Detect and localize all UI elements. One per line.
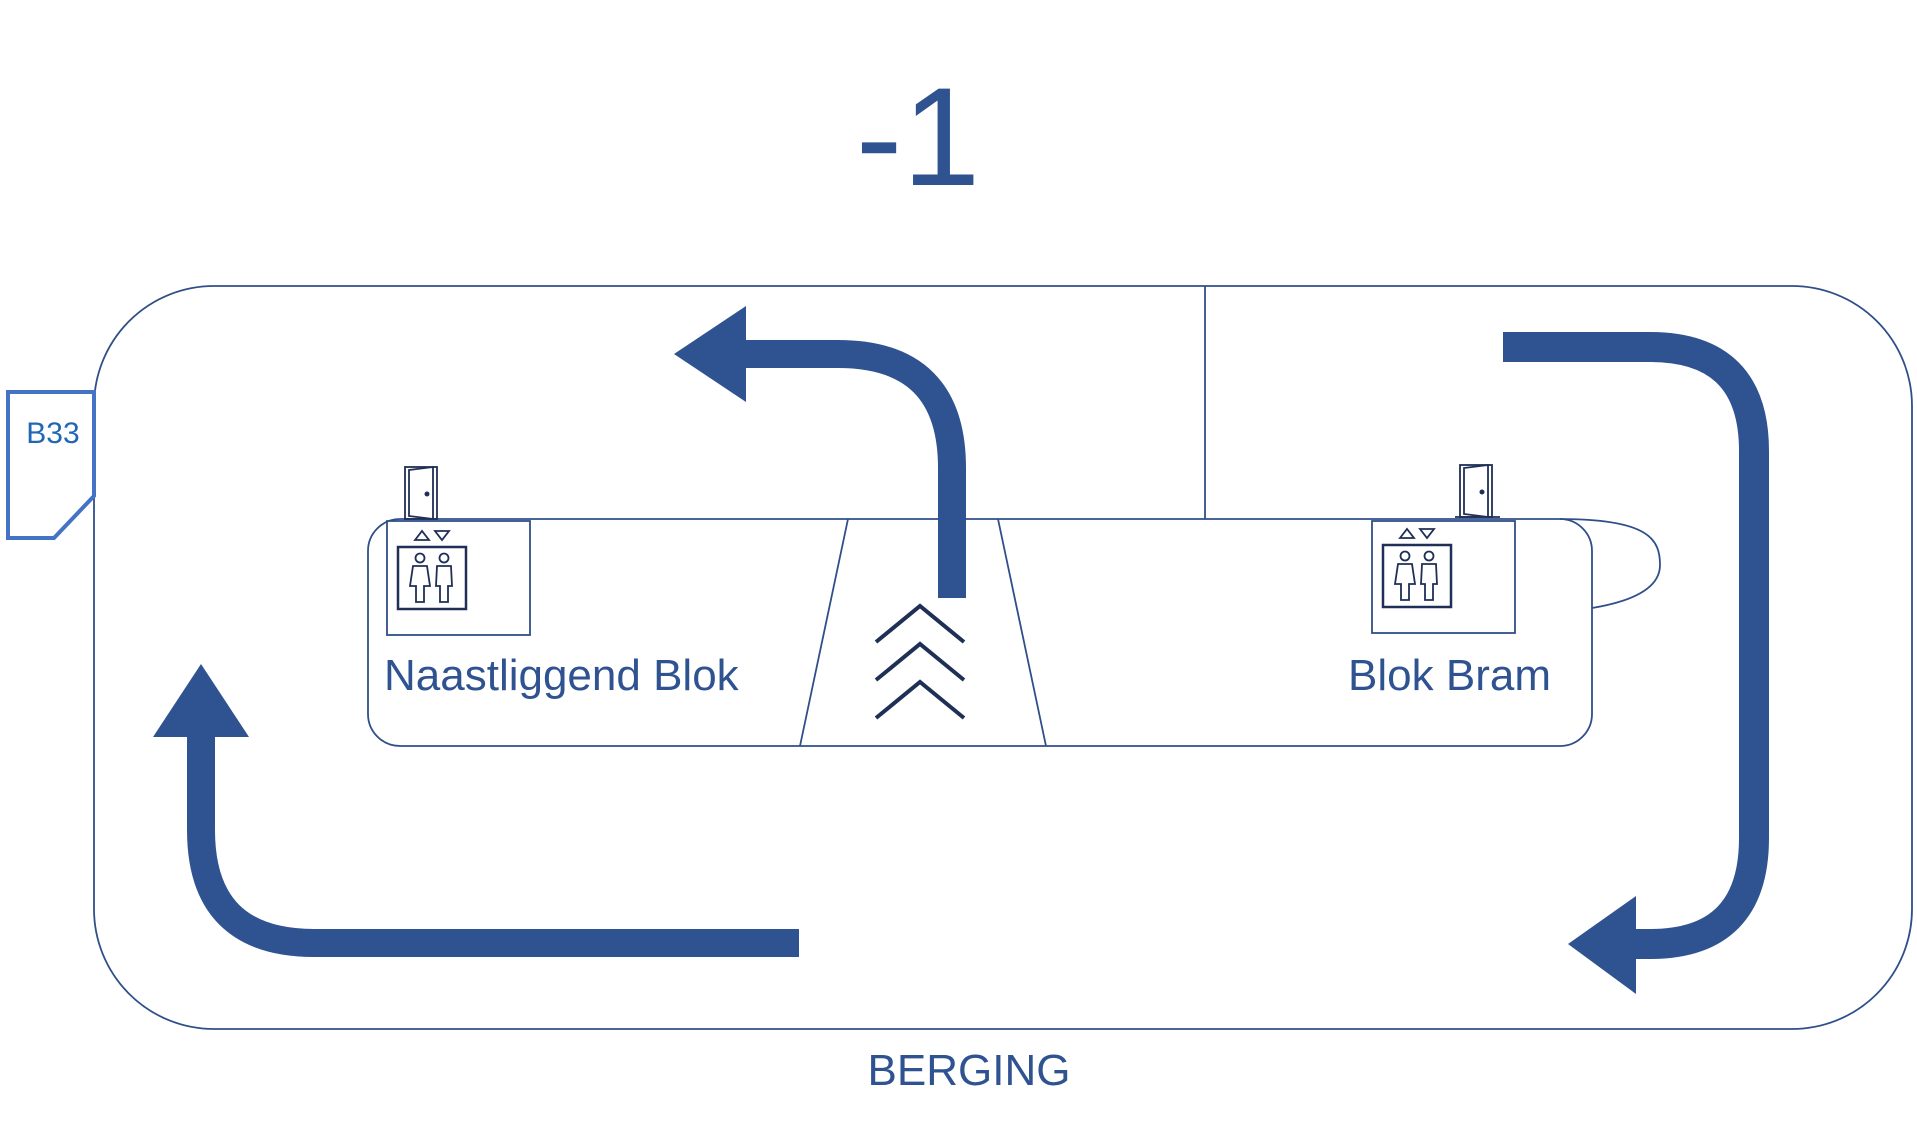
storage-tag-label: B33 xyxy=(26,417,79,450)
route-arrow-icon xyxy=(740,340,966,598)
route-arrow-head xyxy=(674,306,746,402)
door-icon xyxy=(1455,463,1500,519)
route-arrow-head xyxy=(1568,896,1636,994)
elevator-icon xyxy=(1371,520,1516,634)
route-arrow-icon xyxy=(187,728,799,957)
floor-number: -1 xyxy=(856,58,980,215)
floor-outline xyxy=(93,285,1913,1030)
block-label-right: Blok Bram xyxy=(1348,651,1551,700)
footer-label-berging: BERGING xyxy=(868,1046,1071,1095)
central-block xyxy=(367,518,1593,747)
ramp-edge-left xyxy=(799,518,849,747)
block-bulge xyxy=(1559,518,1661,609)
block-label-left: Naastliggend Blok xyxy=(384,651,740,700)
route-arrow-icon xyxy=(1503,332,1769,959)
door-icon xyxy=(404,465,438,521)
elevator-icon xyxy=(386,520,531,636)
route-arrow-head xyxy=(153,664,249,737)
storage-tag xyxy=(6,390,96,540)
ramp-edge-right xyxy=(997,518,1047,747)
chevrons-up-icon xyxy=(874,603,966,720)
